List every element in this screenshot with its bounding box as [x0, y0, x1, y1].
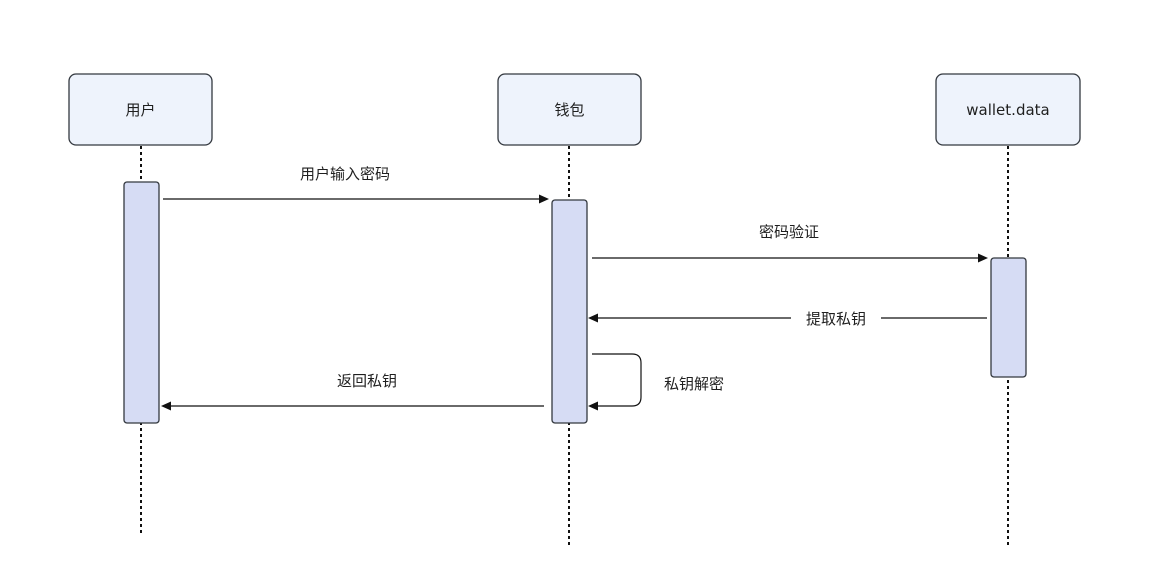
- message-label: 用户输入密码: [300, 165, 390, 183]
- participant-label-wallet: 钱包: [554, 101, 584, 119]
- activation-walletdata: [990, 257, 1027, 378]
- arrowhead-right: [539, 194, 549, 204]
- activation-user: [123, 181, 160, 424]
- arrowhead-left: [161, 401, 171, 411]
- participant-box-user: [68, 73, 213, 146]
- arrowhead-left: [588, 401, 598, 411]
- activation-wallet: [551, 199, 588, 424]
- message-label: 密码验证: [759, 223, 819, 241]
- participant-box-wallet: [497, 73, 642, 146]
- message-user-input-password: 用户输入密码: [163, 165, 549, 204]
- message-private-key-decrypt: 私钥解密: [588, 353, 724, 411]
- participant-box-walletdata: [935, 73, 1081, 146]
- participant-walletdata: wallet.data: [935, 73, 1081, 146]
- message-password-verify: 密码验证: [592, 223, 988, 263]
- participant-user: 用户: [68, 73, 213, 146]
- message-label: 返回私钥: [337, 372, 397, 390]
- arrowhead-right: [978, 253, 988, 263]
- message-extract-private-key: 提取私钥: [588, 310, 987, 328]
- arrowhead-left: [588, 313, 598, 323]
- participant-label-user: 用户: [125, 101, 155, 119]
- participant-label-walletdata: wallet.data: [966, 101, 1049, 119]
- self-message-loop: [592, 353, 642, 407]
- participant-wallet: 钱包: [497, 73, 642, 146]
- message-return-private-key: 返回私钥: [161, 372, 544, 411]
- message-label: 私钥解密: [664, 375, 724, 393]
- message-label: 提取私钥: [806, 310, 866, 328]
